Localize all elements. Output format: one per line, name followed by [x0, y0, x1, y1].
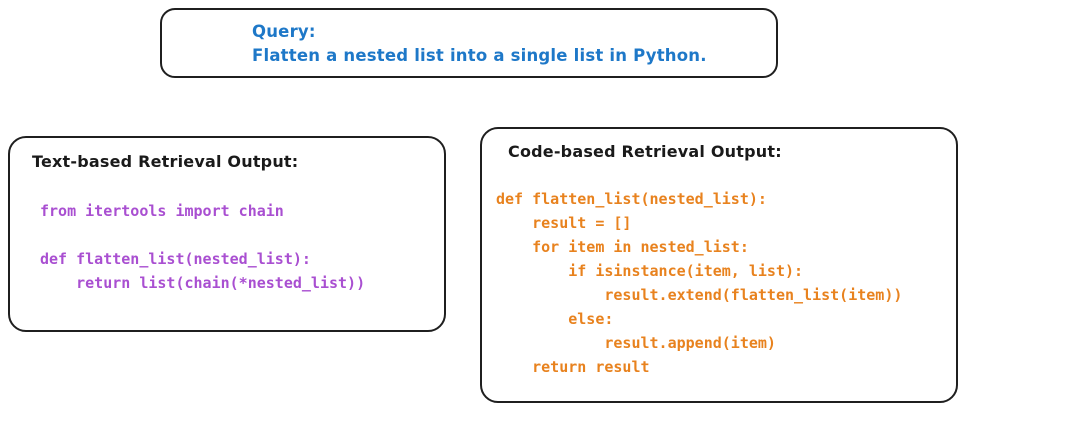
query-text: Flatten a nested list into a single list…	[252, 46, 707, 65]
query-label: Query:	[252, 22, 316, 41]
text-retrieval-code: from itertools import chain def flatten_…	[40, 202, 366, 292]
code-retrieval-title: Code-based Retrieval Output:	[508, 142, 782, 161]
code-retrieval-code: def flatten_list(nested_list): result = …	[496, 190, 903, 376]
text-retrieval-title: Text-based Retrieval Output:	[32, 152, 299, 171]
query-box: Query: Flatten a nested list into a sing…	[160, 8, 778, 78]
code-retrieval-box: Code-based Retrieval Output: def flatten…	[480, 127, 958, 403]
text-retrieval-box: Text-based Retrieval Output: from iterto…	[8, 136, 446, 332]
